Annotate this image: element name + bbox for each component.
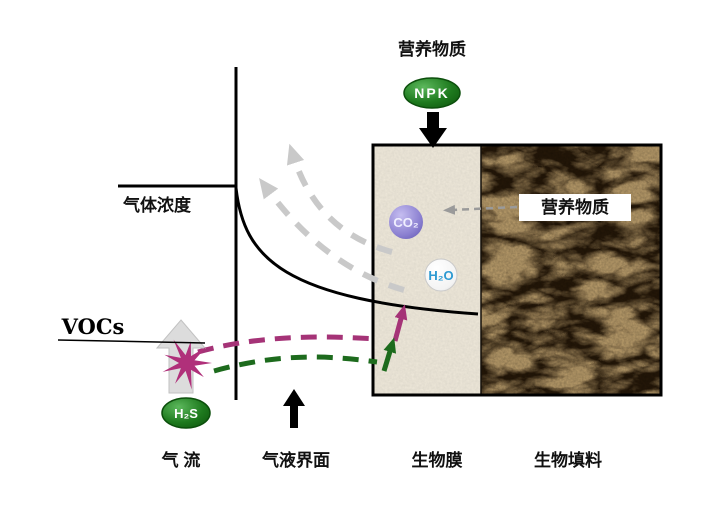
h2s-diffusion-path bbox=[213, 354, 378, 374]
npk-label: NPK bbox=[414, 85, 450, 101]
co2-escape-arrow bbox=[286, 143, 393, 255]
packing-border bbox=[371, 143, 663, 397]
co2-label: CO₂ bbox=[393, 215, 419, 230]
vocs-pointer-line bbox=[57, 339, 206, 344]
nutrients-box bbox=[519, 194, 631, 221]
h2o-molecule bbox=[424, 258, 458, 292]
gas-flow-label: 气 流 bbox=[161, 450, 201, 470]
co2-molecule bbox=[389, 205, 423, 239]
h2o-label: H₂O bbox=[428, 268, 453, 283]
interface-up-arrow bbox=[283, 389, 305, 428]
gas-concentration-label: 气体浓度 bbox=[122, 195, 192, 215]
vocs-burst bbox=[162, 339, 212, 390]
nutrients-down-arrow bbox=[419, 112, 447, 148]
biofilm-label: 生物膜 bbox=[412, 450, 463, 470]
nutrients-top-label: 营养物质 bbox=[398, 39, 466, 59]
vocs-uptake-arrow bbox=[392, 304, 408, 342]
bio-packing-region bbox=[481, 145, 661, 395]
packing-speckle-texture bbox=[481, 145, 661, 395]
nutrients-transfer-arrow bbox=[443, 204, 518, 215]
vocs-label: VOCs bbox=[61, 314, 125, 339]
npk-badge bbox=[403, 77, 461, 109]
h2s-badge bbox=[161, 397, 211, 429]
h2o-escape-arrow bbox=[259, 177, 405, 293]
gas-liquid-interface-label: 气液界面 bbox=[261, 450, 330, 470]
vocs-diffusion-path bbox=[197, 334, 378, 355]
h2s-label: H₂S bbox=[174, 406, 198, 421]
bio-packing-label: 生物填料 bbox=[534, 450, 602, 470]
nutrients-box-label: 营养物质 bbox=[541, 197, 609, 217]
concentration-curve bbox=[234, 187, 479, 316]
h2s-uptake-arrow bbox=[381, 337, 397, 372]
